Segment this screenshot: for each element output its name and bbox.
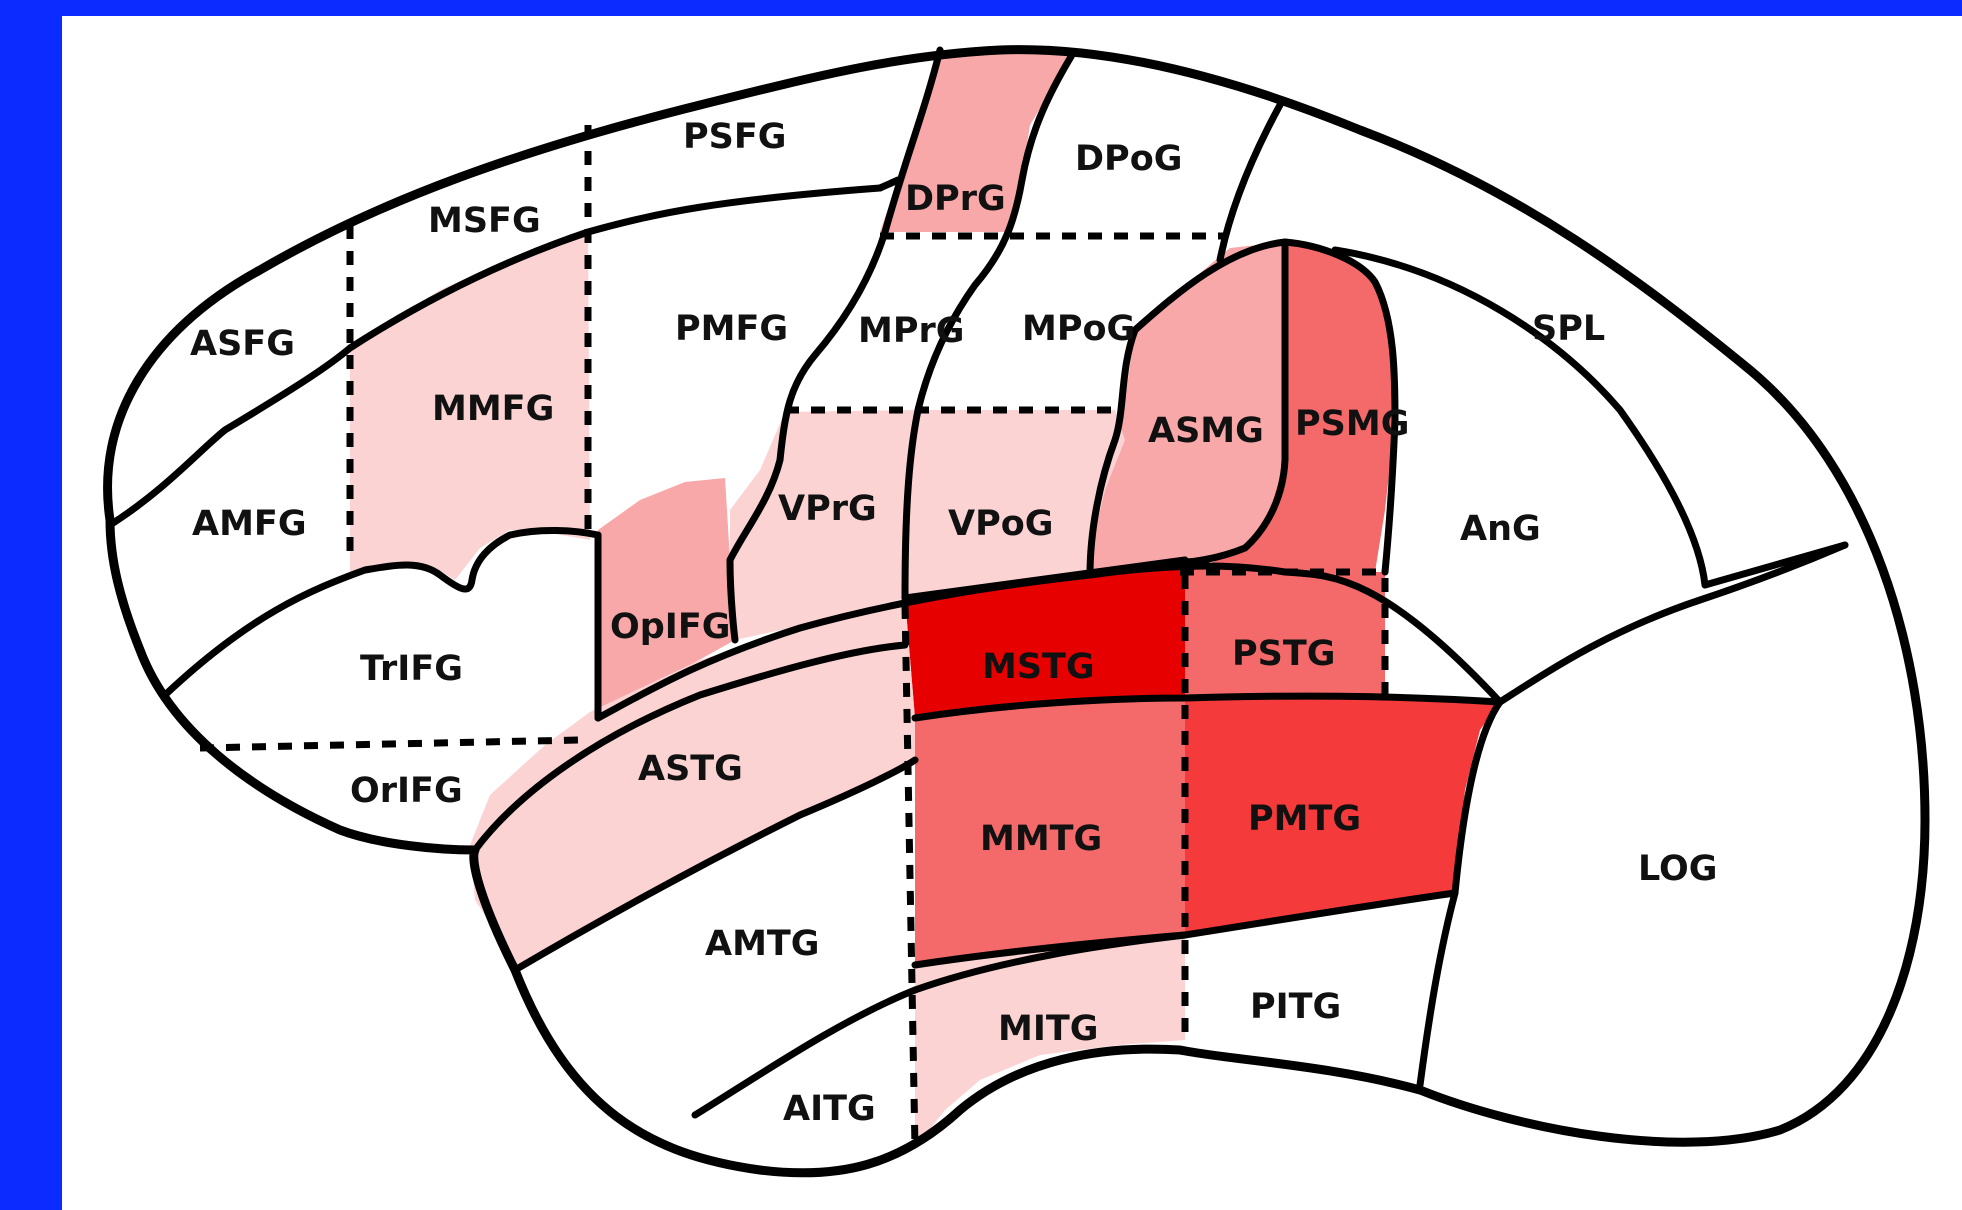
label-TrIFG: TrIFG xyxy=(360,649,463,689)
label-MITG: MITG xyxy=(998,1009,1098,1049)
label-VPrG: VPrG xyxy=(778,489,877,529)
label-PITG: PITG xyxy=(1250,987,1341,1027)
label-VPoG: VPoG xyxy=(948,504,1054,544)
label-MPoG: MPoG xyxy=(1022,309,1135,349)
label-PMTG: PMTG xyxy=(1248,799,1361,839)
label-AITG: AITG xyxy=(783,1089,876,1129)
label-DPoG: DPoG xyxy=(1075,139,1182,179)
label-MMTG: MMTG xyxy=(980,819,1102,859)
label-DPrG: DPrG xyxy=(905,179,1006,219)
label-PSFG: PSFG xyxy=(683,117,787,157)
label-MPrG: MPrG xyxy=(858,311,964,351)
label-LOG: LOG xyxy=(1638,849,1718,889)
label-MSFG: MSFG xyxy=(428,201,541,241)
label-PSMG: PSMG xyxy=(1295,404,1409,444)
label-AnG: AnG xyxy=(1460,509,1541,549)
label-OrIFG: OrIFG xyxy=(350,771,463,811)
label-ASMG: ASMG xyxy=(1148,411,1264,451)
label-AMTG: AMTG xyxy=(705,924,820,964)
label-SPL: SPL xyxy=(1532,309,1605,349)
label-MSTG: MSTG xyxy=(982,647,1095,687)
label-PMFG: PMFG xyxy=(675,309,788,349)
label-ASFG: ASFG xyxy=(190,324,295,364)
label-MMFG: MMFG xyxy=(432,389,554,429)
label-AMFG: AMFG xyxy=(192,504,307,544)
label-ASTG: ASTG xyxy=(638,749,743,789)
label-PSTG: PSTG xyxy=(1232,634,1335,674)
label-OpIFG: OpIFG xyxy=(610,607,730,647)
